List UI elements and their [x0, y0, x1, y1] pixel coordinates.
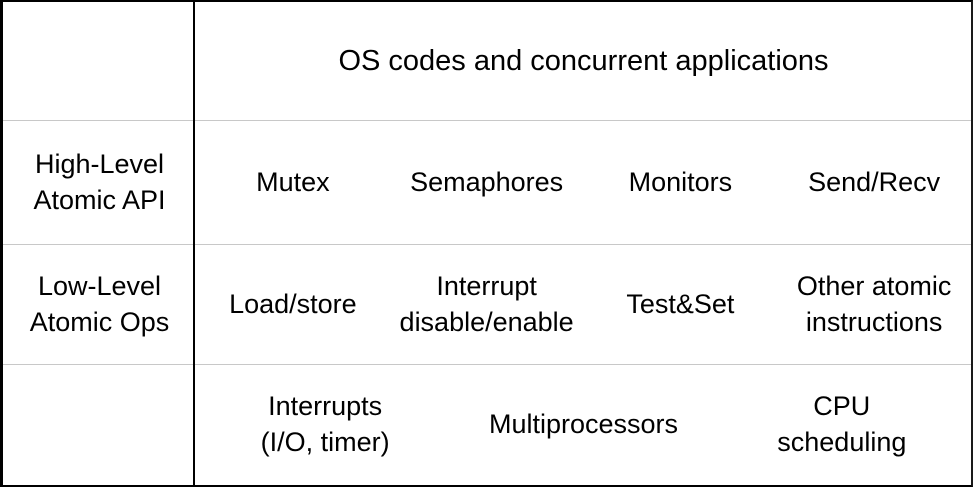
row-label-high-level-atomic-api: High-Level Atomic API [33, 148, 166, 215]
cell-test-and-set: Test&Set [626, 288, 735, 319]
cell-interrupt-disable-enable: Interrupt disable/enable [399, 270, 574, 337]
cell-multiprocessors: Multiprocessors [488, 409, 679, 440]
os-codes-title: OS codes and concurrent applications [338, 44, 829, 77]
high-level-api-region: Mutex Semaphores Monitors Send/Recv [196, 121, 971, 244]
row-label-empty-bottom [3, 365, 196, 485]
table-row-low-level-atomic-ops: Low-Level Atomic Ops Load/store Interrup… [3, 245, 971, 365]
cell-cpu-scheduling: CPU scheduling [777, 391, 907, 457]
low-level-ops-region: Load/store Interrupt disable/enable Test… [196, 245, 971, 364]
cell-load-store: Load/store [229, 288, 357, 319]
table-row-hardware: Interrupts (I/O, timer) Multiprocessors … [3, 365, 971, 485]
cell-monitors: Monitors [628, 166, 733, 197]
table-row-high-level-atomic-api: High-Level Atomic API Mutex Semaphores M… [3, 121, 971, 245]
cell-interrupts-io-timer: Interrupts (I/O, timer) [260, 391, 390, 457]
row-label-low-level-atomic-ops: Low-Level Atomic Ops [29, 270, 170, 337]
cell-mutex: Mutex [256, 166, 330, 197]
hardware-region: Interrupts (I/O, timer) Multiprocessors … [196, 365, 971, 485]
cell-other-atomic-instructions: Other atomic instructions [796, 270, 952, 337]
row-label-empty-top [3, 2, 196, 120]
cell-semaphores: Semaphores [410, 166, 564, 197]
applications-region: OS codes and concurrent applications [196, 2, 971, 120]
column-divider-line [193, 0, 195, 487]
table-row-applications: OS codes and concurrent applications [3, 2, 971, 121]
cell-send-recv: Send/Recv [808, 166, 941, 197]
